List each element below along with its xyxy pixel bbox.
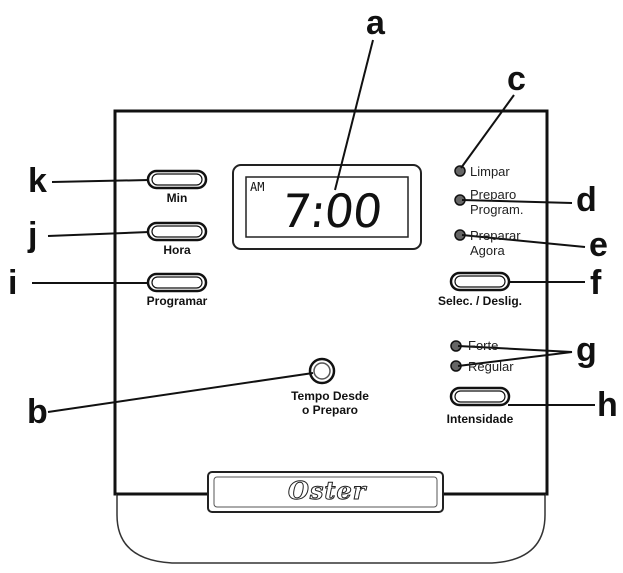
selec-deslig-label: Selec. / Deslig. [437, 294, 523, 308]
selec-deslig-button[interactable] [451, 273, 509, 290]
intensidade-button[interactable] [451, 388, 509, 405]
oster-logo: Oster [287, 476, 367, 506]
regular-label: Regular [468, 359, 514, 374]
intensidade-button-shape [449, 386, 511, 407]
preparar-label-line1: Preparar [470, 228, 521, 243]
callout-j: j [28, 216, 38, 254]
forte-label: Forte [468, 338, 499, 353]
callout-a: a [366, 4, 385, 42]
tempo-label-line1: Tempo Desde [291, 389, 369, 403]
am-indicator: AM [250, 180, 265, 194]
clock-display: 7:00 [279, 184, 385, 238]
min-button[interactable] [148, 171, 206, 188]
callout-g: g [576, 331, 597, 369]
hora-label: Hora [163, 243, 191, 257]
preparo-label-line1: Preparo [470, 187, 517, 202]
programar-label: Programar [146, 294, 208, 308]
callout-b: b [27, 393, 48, 431]
base-outline [116, 494, 546, 564]
indicator-leds [450, 165, 466, 372]
min-label: Min [166, 191, 188, 205]
callout-f: f [590, 264, 602, 302]
hora-button[interactable] [148, 223, 206, 240]
callout-i: i [8, 264, 18, 302]
callout-e: e [589, 226, 608, 264]
lcd-screen [245, 176, 409, 238]
preparo-label-line2: Program. [470, 202, 524, 217]
limpar-label: Limpar [470, 164, 510, 179]
callout-d: d [576, 181, 597, 219]
programar-button[interactable] [148, 274, 206, 291]
callout-c: c [507, 60, 526, 98]
tempo-label-line2: o Preparo [301, 403, 358, 417]
callout-h: h [597, 386, 618, 424]
tempo-desde-preparo-button[interactable] [310, 359, 334, 383]
callout-k: k [28, 162, 47, 200]
intensidade-label: Intensidade [446, 412, 514, 426]
preparar-label-line2: Agora [470, 243, 505, 258]
brand-badge [207, 471, 444, 513]
